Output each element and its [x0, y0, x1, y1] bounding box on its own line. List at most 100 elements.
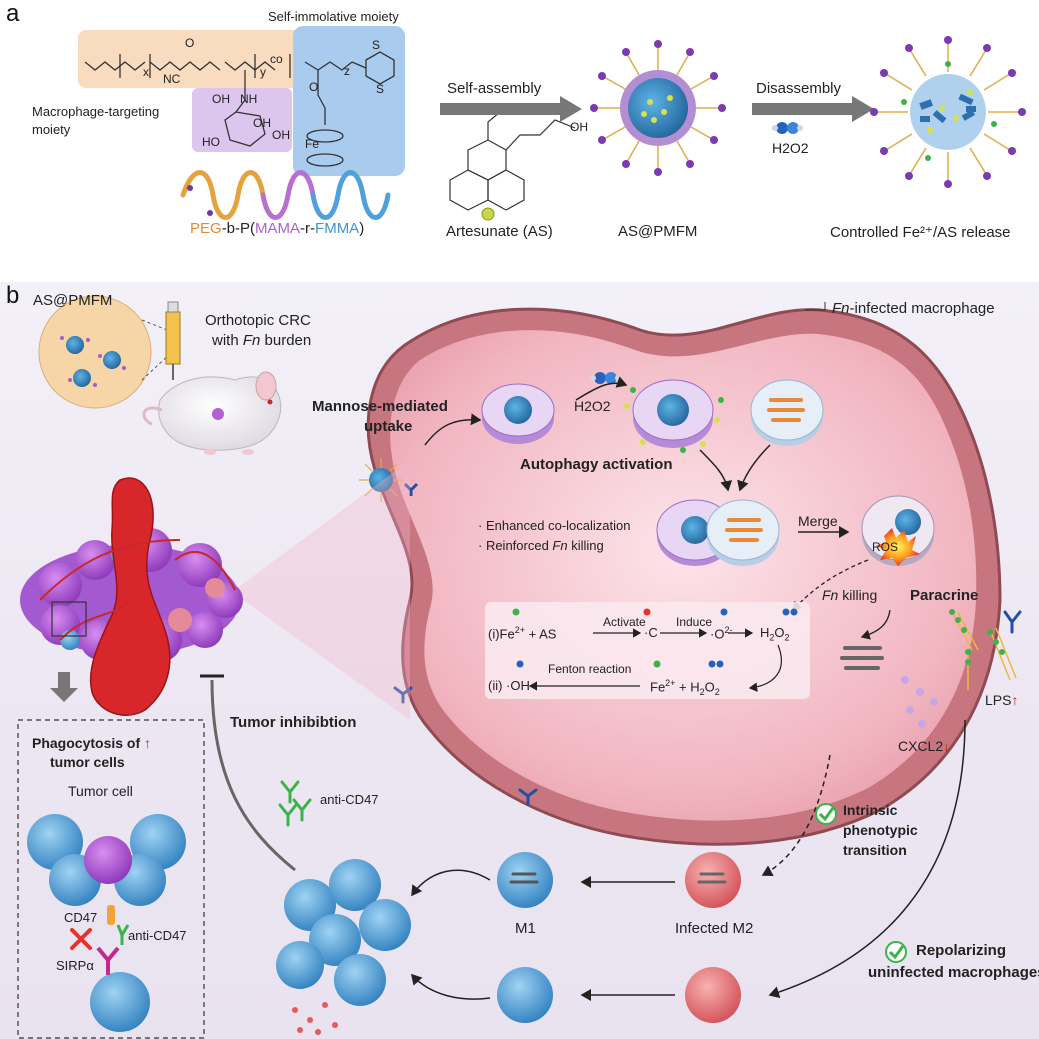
anti-cd47-label: anti-CD47 — [320, 792, 379, 807]
arrow-h2o2-loop — [748, 644, 782, 692]
reaction-i-left: (i)Fe2+ + AS — [488, 625, 556, 641]
intrinsic-label-2: phenotypic — [843, 822, 918, 838]
arrow-uptake — [424, 413, 482, 446]
cd47-binding-icons — [96, 905, 130, 975]
vesicle-micelle-2 — [624, 379, 724, 453]
h2o2-label-b: H2O2 — [574, 398, 611, 414]
rxn-ii-h-sub: 2 — [699, 686, 705, 697]
rxn-h-sub: 2 — [769, 632, 775, 643]
polymer-peg: PEG — [190, 220, 222, 237]
chem-o-2: O — [309, 80, 319, 94]
tumor-debris — [292, 1002, 338, 1035]
m1-macrophage-lower — [497, 967, 553, 1023]
rxn-ii-fe: Fe — [650, 679, 666, 695]
controlled-release-label: Controlled Fe²⁺/AS release — [830, 224, 1011, 241]
uptake-micelle-icon — [359, 458, 419, 502]
orthotopic-label: Orthotopic CRC — [205, 312, 311, 329]
phago-up-arrow: ↑ — [144, 735, 152, 751]
artesunate-ball — [481, 207, 495, 221]
disassembled-micelle-icon — [870, 36, 1026, 188]
chem-s-1: S — [372, 38, 381, 52]
rxn-o-radical: ·O2- — [710, 625, 732, 641]
block-x-icon — [70, 928, 92, 950]
chem-x: x — [143, 65, 149, 79]
bullet2-fn: Fn — [552, 538, 568, 553]
rxn-h2o2: H2O2 — [760, 625, 790, 643]
chem-nc: NC — [163, 72, 181, 86]
cd47-label: CD47 — [64, 910, 98, 925]
arrow-m1-to-tumor-upper — [411, 869, 491, 897]
blood-vessels — [39, 539, 236, 641]
inhibition-arc — [210, 679, 296, 872]
rxn-activate: Activate — [603, 615, 646, 629]
chem-oh-3: OH — [272, 128, 290, 142]
fn-killing-label: Fn killing — [822, 587, 877, 603]
rxn-i-fe-charge: 2+ — [514, 625, 525, 635]
chem-oh-as: OH — [570, 120, 588, 134]
as-pmfm-label: AS@PMFM — [618, 223, 698, 240]
autolysosome — [861, 495, 935, 566]
title-pointer — [805, 302, 826, 311]
phagocytosis-box — [17, 719, 205, 1039]
disassembly-arrow — [752, 96, 874, 122]
fn-infected-title: Fn-infected macrophage — [832, 300, 995, 317]
fn-burden-burden: burden — [260, 332, 312, 349]
merge-label: Merge — [798, 513, 838, 529]
m1-label: M1 — [515, 920, 536, 937]
rxn-o: ·O — [710, 626, 725, 642]
bullet2-post: killing — [567, 538, 604, 553]
lps-text: LPS — [985, 692, 1012, 708]
chem-nh: NH — [240, 92, 258, 106]
self-assembly-arrow — [440, 96, 582, 122]
paracrine-label: Paracrine — [910, 587, 979, 604]
as-pmfm-inset — [38, 295, 152, 409]
tumor-cell-group-inset — [27, 814, 186, 1032]
chem-ho: HO — [202, 135, 220, 149]
h2o2-molecule-a — [772, 122, 803, 134]
peg-region — [78, 30, 303, 88]
lps-up-arrow: ↑ — [1011, 692, 1019, 708]
rxn-i-fe: Fe — [499, 626, 515, 642]
rxn-ii-prefix: (ii) ·OH — [488, 678, 530, 693]
polymer-helix — [180, 170, 391, 220]
rxn-ii-fe-charge: 2+ — [665, 678, 676, 688]
cd47-receptor-icons — [393, 610, 1022, 806]
disassembly-label: Disassembly — [756, 80, 842, 97]
phago-line1: Phagocytosis of — [32, 735, 141, 751]
rxn-ii-right: Fe2+ + H2O2 — [650, 678, 720, 697]
inset-dashed-2 — [141, 351, 173, 381]
rxn-ii-o: O — [704, 679, 715, 695]
mannose-label-2: uptake — [364, 418, 413, 435]
lps-icon — [949, 609, 1017, 690]
autophagy-label: Autophagy activation — [520, 456, 673, 473]
chem-z: z — [344, 64, 350, 78]
polymer-close: ) — [359, 220, 365, 237]
lps-label: LPS↑ — [985, 692, 1018, 708]
check-icon-repolarizing — [885, 941, 907, 963]
rxn-ii-o-sub: 2 — [714, 686, 720, 697]
ros-flame-icon — [876, 528, 920, 566]
arrow-repolarizing — [768, 719, 966, 998]
chem-oh-2: OH — [253, 116, 271, 130]
rxn-i-prefix: (i) — [488, 626, 500, 642]
panel-label-a: a — [6, 0, 20, 27]
bullet2-pre: · Reinforced — [478, 538, 553, 553]
polymer-name: PEG-b-P(MAMA-r-FMMA) — [190, 220, 364, 237]
polymer-structure — [84, 51, 395, 167]
tumor-cell-label: Tumor cell — [68, 783, 133, 799]
fn-killing-text: killing — [838, 587, 878, 603]
panel-label-b: b — [6, 282, 20, 309]
bullet-colocalization: · Enhanced co-localization — [478, 518, 631, 533]
self-assembly-label: Self-assembly — [447, 80, 542, 97]
repolarizing-label-2: uninfected macrophages — [868, 964, 1039, 981]
anti-cd47-icon — [278, 780, 312, 827]
fn-burden-fn: Fn — [242, 332, 261, 349]
fn-burden-label: with Fn burden — [212, 332, 311, 349]
arrow-ros-to-rxn — [792, 559, 869, 611]
rxn-i-plus-as: + AS — [524, 626, 557, 642]
infected-m2-label: Infected M2 — [675, 920, 754, 937]
mannose-label-1: Mannose-mediated — [312, 398, 448, 415]
arrow-m1-to-tumor-lower — [410, 973, 491, 1000]
